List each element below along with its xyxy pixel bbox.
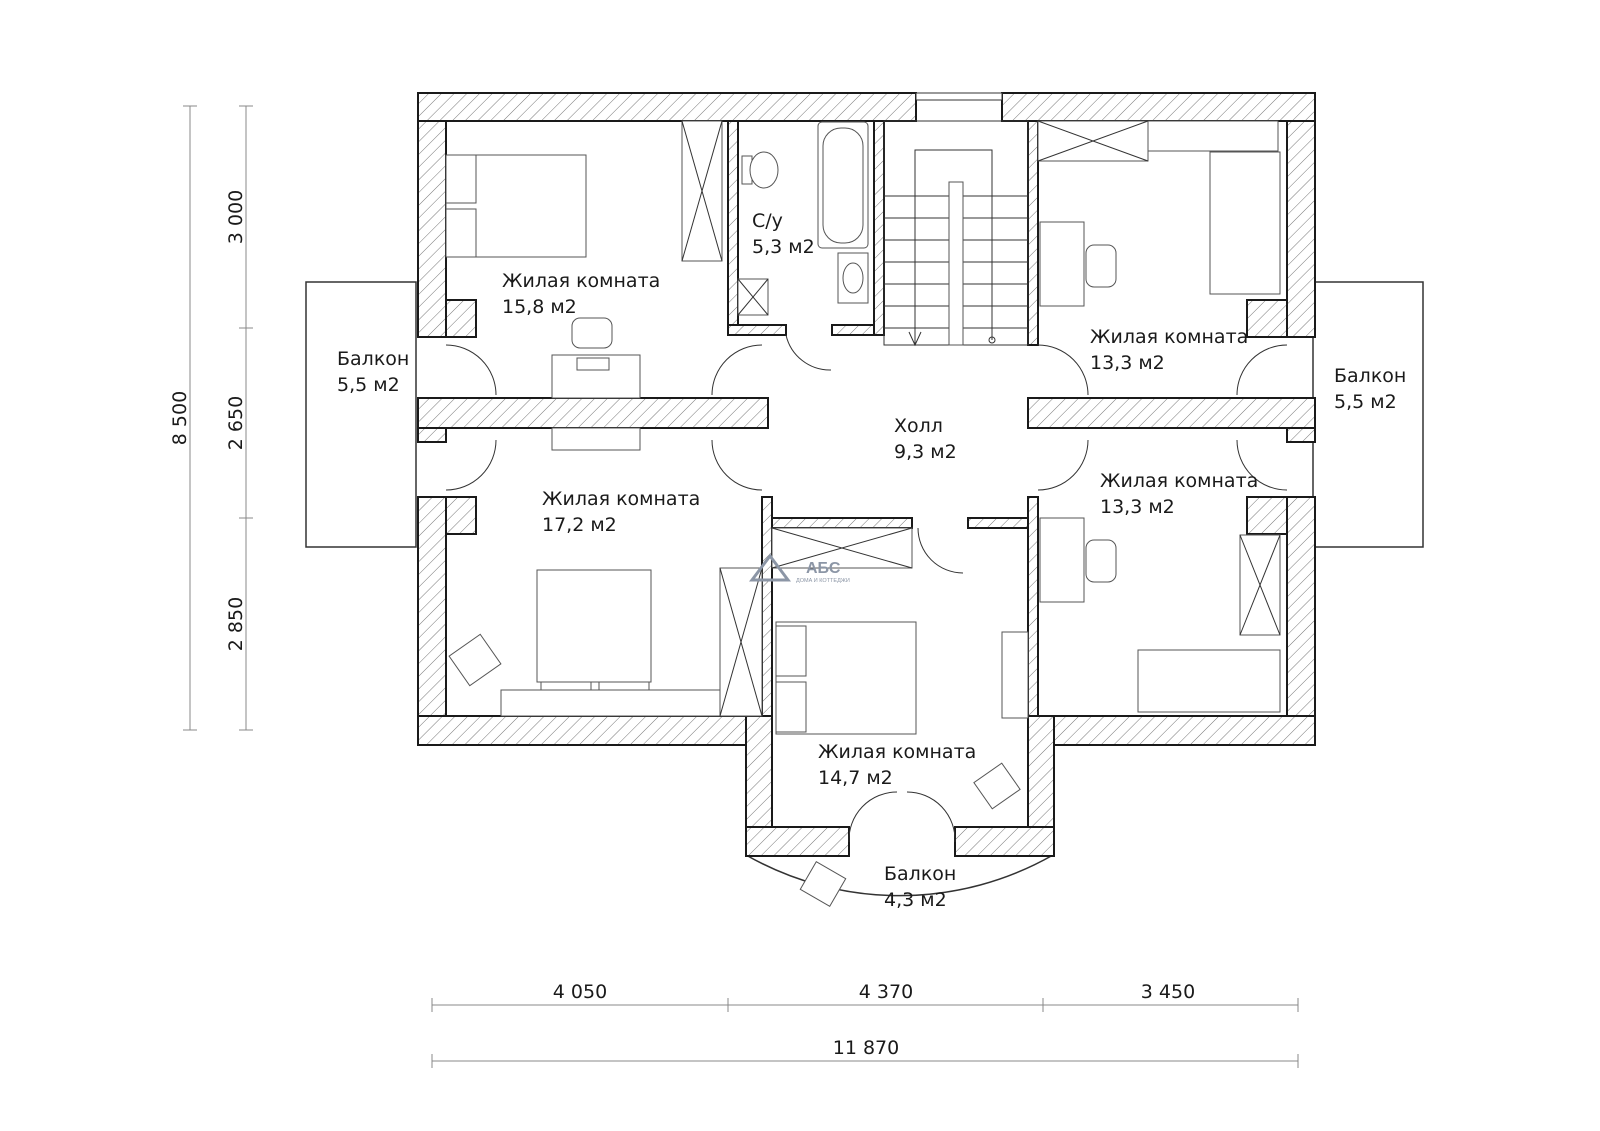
horizontal-dimensions: 4 050 4 370 3 450 11 870 <box>431 981 1299 1068</box>
furniture-s <box>771 527 1029 908</box>
room-area: 13,3 м2 <box>1090 352 1165 374</box>
balcony-outlines <box>305 281 1424 897</box>
vertical-dimensions: 3 000 2 650 2 850 8 500 <box>169 105 253 731</box>
dim-width-3: 3 450 <box>1141 981 1195 1003</box>
room-area: 9,3 м2 <box>894 441 957 463</box>
room-name: Жилая комната <box>1090 326 1248 348</box>
room-area: 5,3 м2 <box>752 236 815 258</box>
door-swings <box>445 334 1288 843</box>
room-name: Холл <box>894 415 943 437</box>
room-name: Жилая комната <box>502 270 660 292</box>
dim-width-2: 4 370 <box>859 981 913 1003</box>
interior-walls <box>417 120 1316 717</box>
furniture-ne <box>1037 120 1281 307</box>
room-name: С/у <box>752 210 783 232</box>
room-area: 15,8 м2 <box>502 296 577 318</box>
furniture-se <box>1039 517 1281 713</box>
room-name: Балкон <box>337 348 409 370</box>
room-name: Жилая комната <box>818 741 976 763</box>
logo-tagline: ДОМА И КОТТЕДЖИ <box>796 578 850 584</box>
logo-house-icon <box>749 553 791 582</box>
room-name: Балкон <box>1334 365 1406 387</box>
furniture-nw <box>445 120 723 451</box>
room-area: 14,7 м2 <box>818 767 893 789</box>
room-name: Балкон <box>884 863 956 885</box>
room-name: Жилая комната <box>542 488 700 510</box>
dim-width-total: 11 870 <box>833 1037 899 1059</box>
dim-width-1: 4 050 <box>553 981 607 1003</box>
dim-height-2: 2 650 <box>225 396 247 450</box>
room-name: Жилая комната <box>1100 470 1258 492</box>
room-area: 17,2 м2 <box>542 514 617 536</box>
furniture-sw <box>448 567 763 717</box>
room-area: 5,5 м2 <box>337 374 400 396</box>
dim-height-total: 8 500 <box>169 391 191 445</box>
staircase <box>883 120 1029 347</box>
company-logo: АБС ДОМА И КОТТЕДЖИ <box>749 553 850 584</box>
room-area: 5,5 м2 <box>1334 391 1397 413</box>
dim-height-1: 3 000 <box>225 190 247 244</box>
room-labels: Жилая комната 15,8 м2 С/у 5,3 м2 Жилая к… <box>337 210 1406 911</box>
room-area: 4,3 м2 <box>884 889 947 911</box>
bathroom-fixtures <box>737 121 869 316</box>
logo-name: АБС <box>806 560 841 577</box>
exterior-walls <box>417 92 1316 857</box>
dim-height-3: 2 850 <box>225 597 247 651</box>
room-area: 13,3 м2 <box>1100 496 1175 518</box>
